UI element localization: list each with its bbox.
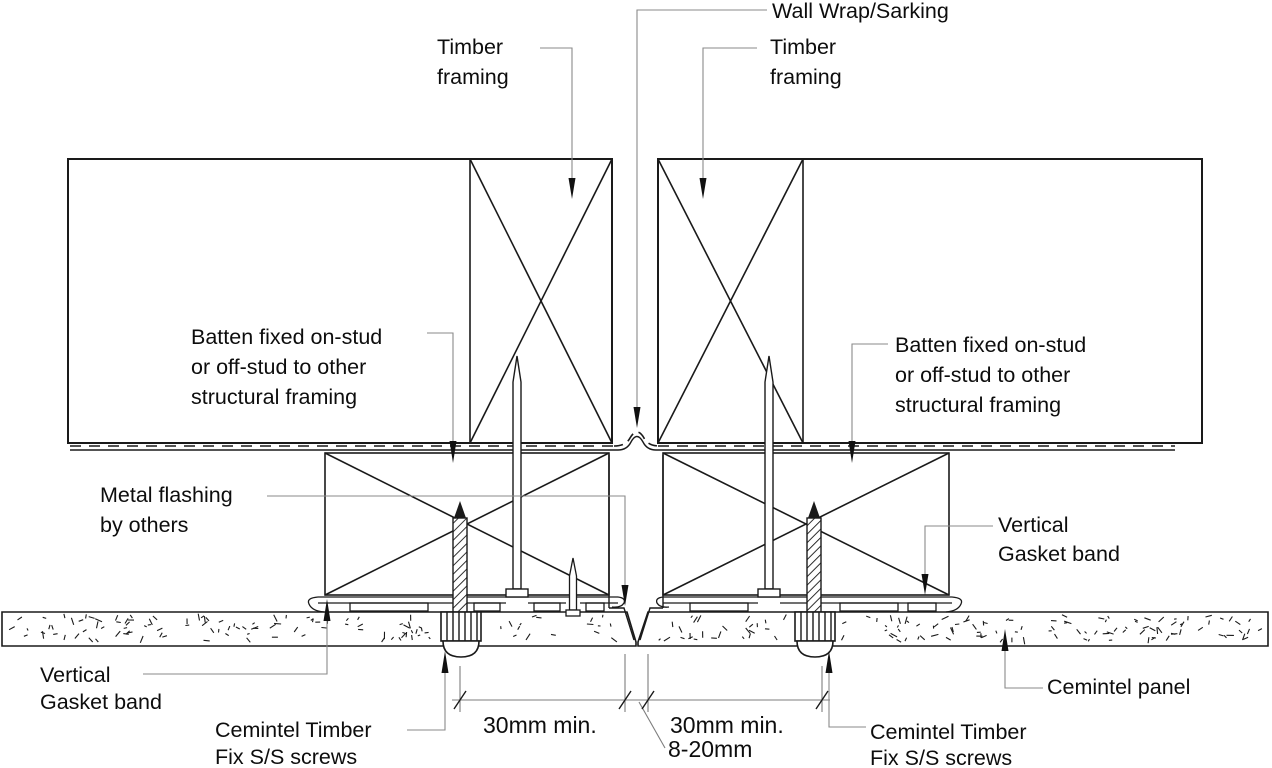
gasket-band-left (307, 596, 626, 613)
dim-joint-gap: 8-20mm (668, 736, 752, 762)
label-metal-flashing: Metal flashing by others (100, 483, 239, 537)
metal-flashing (608, 455, 664, 641)
label-wall-wrap-sarking: Wall Wrap/Sarking (772, 0, 949, 23)
dim-30mm-right: 30mm min. (670, 712, 784, 738)
stud-left (469, 158, 613, 444)
framing-plate-left (67, 158, 613, 444)
stud-right (657, 158, 804, 444)
dim-30mm-left: 30mm min. (483, 712, 597, 738)
batten-nail-right (757, 355, 781, 598)
screw-left (440, 501, 482, 658)
dimension-lines (452, 654, 830, 749)
screw-right (794, 501, 836, 658)
label-timber-framing-left: Timber framing (437, 35, 509, 89)
dimension-ticks (453, 690, 829, 710)
label-cemintel-panel: Cemintel panel (1047, 675, 1190, 699)
wall-wrap-sarking-line (70, 431, 1175, 451)
timber-framing-plates (67, 158, 1203, 444)
framing-plate-right (657, 158, 1203, 444)
panel-stipple-texture (8, 613, 1263, 645)
label-screws-right: Cemintel Timber Fix S/S screws (870, 720, 1033, 768)
flashing-nail (565, 557, 581, 617)
label-batten-right: Batten fixed on-stud or off-stud to othe… (895, 333, 1092, 417)
label-batten-left: Batten fixed on-stud or off-stud to othe… (191, 325, 388, 409)
leader-arrowheads (323, 178, 1009, 673)
label-screws-left: Cemintel Timber Fix S/S screws (215, 718, 378, 768)
leader-lines (143, 9, 1043, 731)
label-timber-framing-right: Timber framing (770, 35, 842, 89)
batten-right (662, 452, 950, 596)
label-vertical-gasket-right: Vertical Gasket band (998, 513, 1120, 566)
label-vertical-gasket-bottom-left: Vertical Gasket band (40, 663, 162, 714)
batten-nail-left (505, 355, 529, 598)
